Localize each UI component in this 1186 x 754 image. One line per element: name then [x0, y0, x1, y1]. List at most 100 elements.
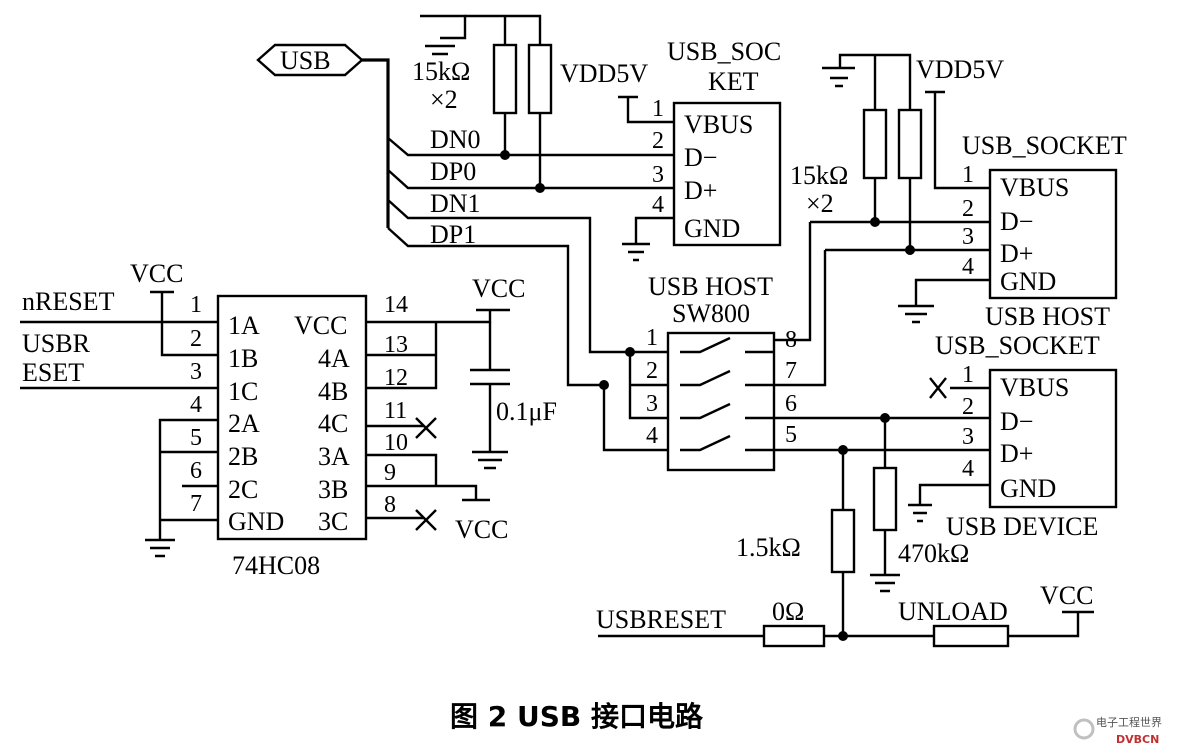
socket2-dminus: D−	[1000, 207, 1033, 236]
socket1-pin1-num: 1	[652, 96, 664, 122]
socket3-vbus: VBUS	[1000, 373, 1069, 402]
switch-pin2: 2	[646, 358, 658, 384]
usb-socket-2: VDD5V USB_SOCKET USB HOST 1 2 3 4 VBUS D…	[775, 55, 1127, 387]
pullup2-mult: ×2	[806, 189, 834, 218]
ic-pin-3a: 3A	[318, 442, 350, 471]
socket1-pin2-num: 2	[652, 128, 664, 154]
socket1-gnd: GND	[684, 214, 740, 243]
ic-pin8-num: 8	[384, 492, 396, 518]
switch-pin4: 4	[646, 423, 658, 449]
socket2-pin1-num: 1	[962, 162, 974, 188]
socket1-pin4-num: 4	[652, 192, 664, 218]
ic-pin-2c: 2C	[228, 475, 258, 504]
socket2-dplus: D+	[1000, 239, 1033, 268]
net-label-dn1: DN1	[430, 189, 481, 218]
socket2-label-below: USB HOST	[985, 302, 1110, 331]
capacitor-value: 0.1μF	[496, 397, 557, 426]
socket3-pin2-num: 2	[962, 394, 974, 420]
socket3-title: USB_SOCKET	[935, 331, 1100, 360]
socket3-dplus: D+	[1000, 439, 1033, 468]
usb-bus: USB DN0 DP0 DN1 DP1	[256, 43, 660, 387]
pullup1-mult: ×2	[430, 85, 458, 114]
socket1-dplus: D+	[684, 176, 717, 205]
ic-pin-1c: 1C	[228, 377, 258, 406]
watermark-logo: 电子工程世界 DVBCN	[1072, 709, 1182, 749]
socket1-title-line2: KET	[708, 67, 759, 96]
ic-pin1-num: 1	[190, 292, 202, 318]
socket2-vdd5v: VDD5V	[916, 55, 1004, 84]
socket3-pin4-num: 4	[962, 456, 974, 482]
unload-vcc: VCC	[1040, 581, 1093, 610]
ic-pin3-num: 3	[190, 359, 202, 385]
switch-pin6: 6	[785, 391, 797, 417]
socket1-title-line1: USB_SOC	[667, 37, 781, 66]
usb-bus-label: USB	[280, 46, 331, 75]
ic-pin10-num: 10	[384, 430, 408, 456]
ic-pin14-num: 14	[384, 292, 408, 318]
socket3-dminus: D−	[1000, 407, 1033, 436]
usb-host-switch: USB HOST SW800 1 2 3 4 8 7 6 5	[599, 272, 990, 472]
ic-pin-2b: 2B	[228, 442, 258, 471]
switch-title-line2: SW800	[672, 299, 750, 328]
ic-pin-gnd: GND	[228, 507, 284, 536]
reset-network: 1.5kΩ 470kΩ USBRESET 0Ω UNLOAD VCC	[596, 418, 1094, 648]
switch-pin7: 7	[785, 358, 797, 384]
socket3-pin3-num: 3	[962, 424, 974, 450]
pullup-resistors-2: 15kΩ ×2	[790, 53, 923, 255]
figure-caption: 图 2 USB 接口电路	[450, 700, 704, 733]
net-label-dp1: DP1	[430, 220, 476, 249]
ic-pin2-num: 2	[190, 326, 202, 352]
socket1-vdd5v: VDD5V	[560, 59, 648, 88]
ic-pin9-num: 9	[384, 460, 396, 486]
ic-vcc-left: VCC	[130, 259, 183, 288]
socket3-label-below: USB DEVICE	[946, 512, 1098, 541]
ic-74hc08: 74HC08 VCC nRESET USBR ESET 1 2 3 4 5 6 …	[20, 259, 525, 580]
ic-pin-vcc: VCC	[294, 311, 347, 340]
ic-pin13-num: 13	[384, 332, 408, 358]
unload-label: UNLOAD	[898, 597, 1008, 626]
signal-nreset: nRESET	[22, 287, 115, 316]
net-label-dn0: DN0	[430, 125, 481, 154]
usb-socket-3: USB_SOCKET 1 2 3 4 VBUS D− D+ GND USB DE…	[908, 331, 1118, 541]
socket1-pin3-num: 3	[652, 162, 664, 188]
ic-vcc-right: VCC	[455, 515, 508, 544]
socket2-title: USB_SOCKET	[962, 131, 1127, 160]
socket1-vbus: VBUS	[684, 110, 753, 139]
socket3-gnd: GND	[1000, 474, 1056, 503]
ic-pin6-num: 6	[190, 458, 202, 484]
usbreset-net-label: USBRESET	[596, 605, 726, 634]
usb-socket-1: USB_SOC KET VDD5V 1 2 3 4 VBUS D− D+ GND	[560, 37, 782, 262]
ic-pin4-num: 4	[190, 392, 202, 418]
signal-usbreset-line1: USBR	[22, 329, 91, 358]
switch-pin3: 3	[646, 391, 658, 417]
ic-pin-2a: 2A	[228, 409, 260, 438]
ic-pin-3b: 3B	[318, 475, 348, 504]
ic-pin-3c: 3C	[318, 507, 348, 536]
socket2-pin3-num: 3	[962, 224, 974, 250]
r1k5-value: 1.5kΩ	[736, 533, 801, 562]
switch-pin5: 5	[785, 422, 797, 448]
r0-value: 0Ω	[772, 597, 804, 626]
ic-pin-1a: 1A	[228, 311, 260, 340]
watermark-line1: 电子工程世界	[1096, 716, 1162, 729]
socket2-pin2-num: 2	[962, 196, 974, 222]
socket3-pin1-num: 1	[962, 362, 974, 388]
pullup-resistors-1: 15kΩ ×2	[412, 14, 553, 193]
ic-pin-4c: 4C	[318, 409, 348, 438]
pullup2-value: 15kΩ	[790, 161, 848, 190]
switch-pin8: 8	[785, 327, 797, 353]
ic-pin-1b: 1B	[228, 344, 258, 373]
decoupling-capacitor: 0.1μF	[470, 322, 557, 470]
socket1-dminus: D−	[684, 143, 717, 172]
ic-pin12-num: 12	[384, 365, 408, 391]
net-label-dp0: DP0	[430, 157, 476, 186]
ic-pin7-num: 7	[190, 491, 202, 517]
socket2-gnd: GND	[1000, 267, 1056, 296]
signal-usbreset-line2: ESET	[22, 358, 84, 387]
socket2-pin4-num: 4	[962, 254, 974, 280]
pullup1-value: 15kΩ	[412, 57, 470, 86]
ic-pin11-num: 11	[384, 398, 407, 424]
watermark-line2: DVBCN	[1116, 733, 1159, 746]
ic-pin-4a: 4A	[318, 344, 350, 373]
